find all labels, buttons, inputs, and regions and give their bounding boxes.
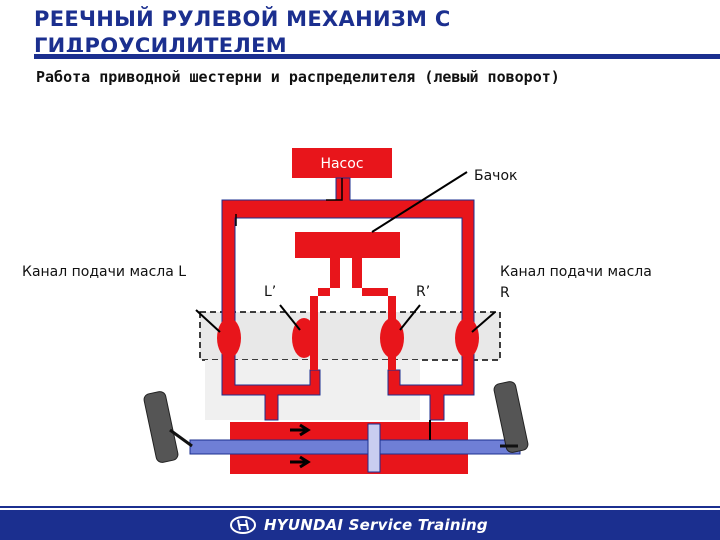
- right-wheel: [493, 381, 529, 453]
- page-title: РЕЕЧНЫЙ РУЛЕВОЙ МЕХАНИЗМ С ГИДРОУСИЛИТЕЛ…: [34, 7, 451, 52]
- port-left-label: L’: [264, 284, 276, 300]
- reservoir-leader: [371, 171, 468, 233]
- spool-left-arm: [310, 258, 340, 370]
- cylinder-piston: [367, 423, 381, 473]
- channel-left-leader: [195, 309, 221, 333]
- pump-box: [292, 148, 392, 178]
- footer-rule: [0, 506, 720, 508]
- channel-right-label-line1: Канал подачи масла: [500, 264, 652, 280]
- valve-bulb-4: [455, 318, 479, 358]
- valve-housing-outline: [199, 311, 501, 361]
- flow-arrow-1: [290, 423, 311, 437]
- brand-text: HYUNDAI Service Training: [264, 516, 488, 534]
- port-right-leader: [399, 304, 421, 331]
- port-left-leader: [279, 304, 301, 331]
- reservoir-label: Бачок: [474, 168, 517, 184]
- footer-bar: [0, 510, 720, 540]
- left-tie-rod: [169, 428, 193, 448]
- flow-arrow-2: [290, 455, 311, 469]
- pump-label: Насос: [320, 156, 363, 172]
- port-right-label: R’: [416, 284, 430, 300]
- valve-bulb-3: [380, 318, 404, 358]
- pump-outlet-arrow: [326, 178, 343, 201]
- spool-right-arm: [352, 258, 396, 370]
- brand-lockup: HYUNDAI Service Training: [230, 515, 488, 535]
- spool-gap: [342, 258, 352, 286]
- page-subtitle: Работа приводной шестерни и распределите…: [36, 68, 560, 86]
- valve-bulb-1: [217, 318, 241, 358]
- channel-right-label-line2: R: [500, 285, 510, 301]
- left-wheel: [143, 391, 179, 463]
- channel-left-label: Канал подачи масла L: [22, 264, 186, 280]
- hyundai-logo-icon: [230, 516, 256, 534]
- title-rule: [34, 54, 720, 59]
- valve-housing-shade: [200, 312, 500, 360]
- oil-circuit-outer: [221, 177, 475, 421]
- steering-rack: [189, 439, 521, 455]
- channel-right-leader: [471, 311, 496, 333]
- spool-body: [295, 232, 400, 258]
